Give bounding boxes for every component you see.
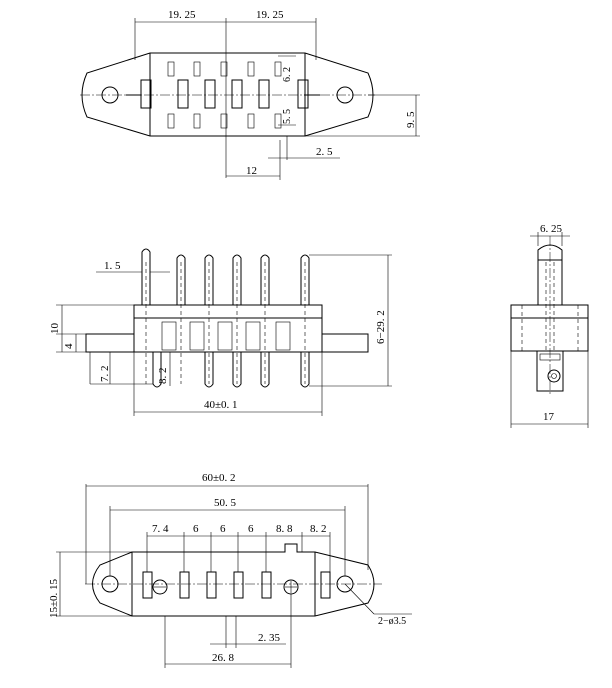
dim-side-total-width: 17	[543, 411, 555, 423]
dim-front-pin-width: 1. 5	[104, 260, 121, 272]
dim-bottom-small: 2. 35	[258, 632, 281, 644]
dim-front-flange: 4	[63, 343, 75, 349]
side-view: 6. 25 17	[510, 223, 589, 428]
dim-bottom-seg5: 8. 8	[276, 523, 293, 535]
bottom-terminals	[142, 571, 331, 599]
dim-front-body-width: 40±0. 1	[204, 399, 238, 411]
dim-front-lower: 7. 2	[99, 366, 111, 383]
bottom-view: 60±0. 2 50. 5 7. 4 6 6 6 8. 8 8. 2 15±0.…	[48, 472, 412, 668]
dim-top-pitch-left: 19. 25	[168, 9, 196, 21]
front-pins	[141, 248, 310, 388]
dim-bottom-seg2: 6	[193, 523, 199, 535]
dim-bottom-height: 15±0. 15	[48, 578, 60, 618]
dim-front-slot: 8. 2	[157, 368, 169, 385]
top-body-outline	[81, 52, 374, 137]
dim-top-height: 9. 5	[405, 111, 417, 128]
dim-side-top-width: 6. 25	[540, 223, 563, 235]
dim-bottom-seg6: 8. 2	[310, 523, 327, 535]
front-body	[133, 304, 323, 353]
dim-top-span: 12	[246, 165, 257, 177]
dim-bottom-base: 26. 8	[212, 652, 235, 664]
dim-top-terminal-gap: 5. 5	[282, 109, 293, 124]
dim-front-pin-length: 6−29. 2	[375, 310, 387, 344]
dim-top-terminal-width: 6. 2	[282, 67, 293, 82]
side-screw	[547, 369, 561, 383]
dim-top-pitch-right: 19. 25	[256, 9, 284, 21]
dim-bottom-seg3: 6	[220, 523, 226, 535]
dim-front-body-height: 10	[49, 323, 61, 335]
dim-bottom-seg4: 6	[248, 523, 254, 535]
top-view: 19. 25 19. 25 6. 2 5. 5 9. 5 2. 5 12	[80, 9, 420, 180]
dim-bottom-hole-pitch: 50. 5	[214, 497, 237, 509]
bottom-body-outline	[92, 543, 375, 617]
dim-top-offset: 2. 5	[316, 146, 333, 158]
dim-bottom-total-length: 60±0. 2	[202, 472, 236, 484]
side-body	[510, 304, 589, 352]
dim-bottom-seg1: 7. 4	[152, 523, 169, 535]
dim-bottom-holes: 2−ø3.5	[378, 616, 406, 627]
front-view: 1. 5 10 4 7. 2 8. 2 40±0. 1 6−29. 2	[49, 248, 392, 416]
top-terminals	[126, 61, 320, 129]
